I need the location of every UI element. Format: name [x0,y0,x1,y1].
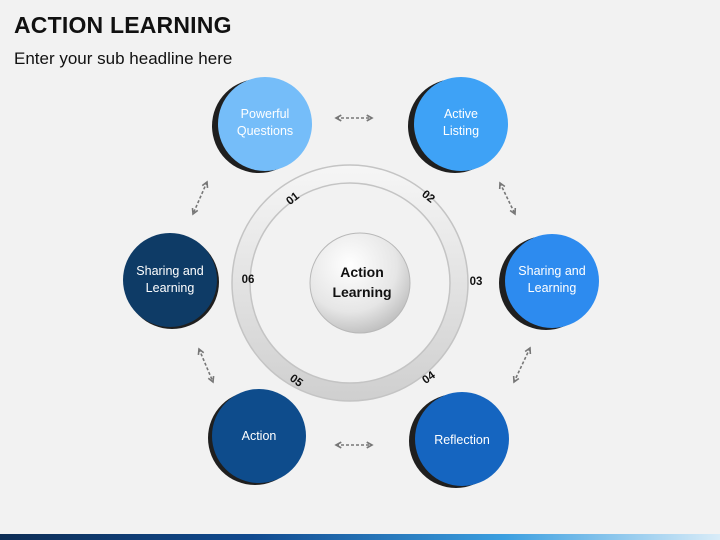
node-label-line1: Active [444,107,478,121]
node-sharing-learning-right: Sharing and Learning [499,234,599,330]
node-sharing-learning-left: Sharing and Learning [123,233,219,329]
connector-arrows [191,114,532,449]
node-label-line2: Listing [443,124,479,138]
arrow-head [201,180,209,189]
arrow-head [509,207,517,216]
slide-subtitle: Enter your sub headline here [14,49,233,68]
node-label-line2: Learning [528,281,577,295]
node-label-line1: Sharing and [518,264,585,278]
node-circle [505,234,599,328]
slide-title: ACTION LEARNING [14,12,232,38]
node-reflection: Reflection [409,392,509,488]
node-powerful-questions: Powerful Questions [212,77,312,173]
step-number-06: 06 [242,274,255,286]
node-label-line2: Learning [146,281,195,295]
node-circle [123,233,217,327]
arrow-head [197,347,205,356]
arrow-head [334,114,342,122]
arrow-head [512,375,520,384]
double-arrow [513,347,531,383]
node-label-line1: Reflection [434,433,490,447]
arrow-head [366,441,374,449]
node-label-line1: Action [242,429,277,443]
bottom-accent-bar [0,534,720,540]
arrow-head [366,114,374,122]
arrow-head [207,375,215,384]
node-label-line1: Sharing and [136,264,203,278]
arrow-head [498,181,506,190]
node-label-line2: Questions [237,124,293,138]
arrow-head [334,441,342,449]
node-circle [414,77,508,171]
node-circle [415,392,509,486]
double-arrow [499,182,516,215]
step-number-03: 03 [470,276,483,288]
center-label-line2: Learning [332,284,391,300]
arrow-head [524,346,532,355]
node-circle [212,389,306,483]
center-circle [309,232,411,334]
node-action: Action [208,389,306,485]
double-arrow [198,348,214,383]
node-circle [218,77,312,171]
arrow-head [191,207,199,216]
node-label-line1: Powerful [241,107,290,121]
center-label-line1: Action [340,264,384,280]
node-active-listing: Active Listing [408,77,508,173]
double-arrow [192,181,208,215]
